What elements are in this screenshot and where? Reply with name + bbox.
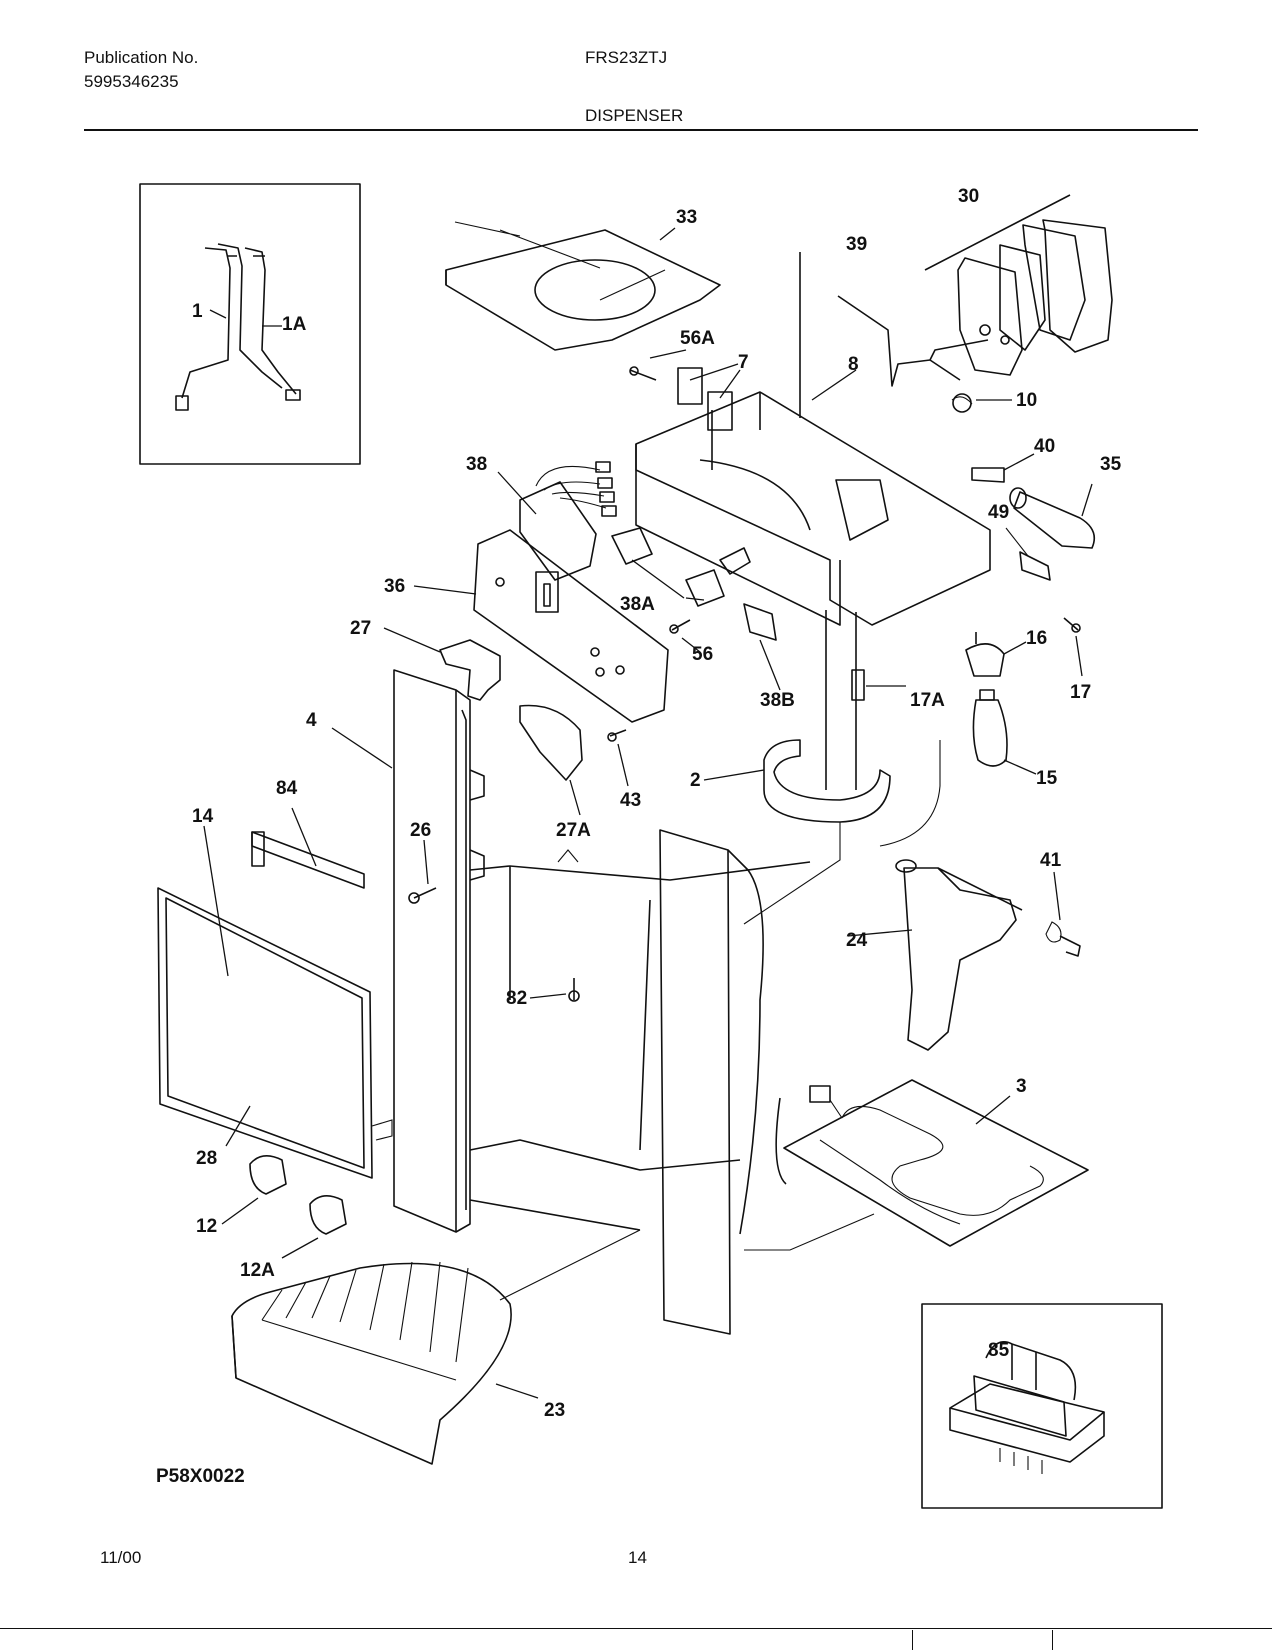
- part-4-frame: [331, 669, 811, 1335]
- label-part-10: 10: [1016, 390, 1037, 411]
- label-part-82: 82: [506, 988, 527, 1009]
- footer-divider: [912, 1630, 913, 1650]
- part-12-clips: [221, 1155, 347, 1259]
- label-part-38a: 38A: [620, 594, 655, 615]
- part-35-auger-motor-assembly: [971, 453, 1096, 581]
- part-82-screw: [529, 978, 580, 1002]
- part-7-switch-brackets: [629, 349, 741, 431]
- footer-date: 11/00: [100, 1548, 142, 1567]
- label-part-36: 36: [384, 576, 405, 597]
- label-part-1a: 1A: [282, 314, 307, 335]
- part-84-decal-strip: [251, 807, 365, 889]
- part-2-chute-column: [703, 610, 891, 925]
- section-title: DISPENSER: [585, 106, 684, 125]
- label-part-4: 4: [306, 710, 317, 731]
- label-part-35: 35: [1100, 454, 1122, 475]
- label-part-33: 33: [676, 207, 697, 228]
- label-part-49: 49: [988, 502, 1009, 523]
- label-part-27: 27: [350, 618, 371, 639]
- label-part-14: 14: [192, 806, 214, 827]
- part-8-dispenser-housing: [635, 252, 991, 626]
- inset-part-85: [921, 1303, 1163, 1509]
- model-number: FRS23ZTJ: [585, 48, 668, 67]
- label-part-12a: 12A: [240, 1260, 275, 1281]
- label-part-39: 39: [846, 234, 867, 255]
- part-38-control-board: [497, 461, 617, 581]
- label-part-26: 26: [410, 820, 431, 841]
- part-14-front-panel: [157, 825, 393, 1179]
- label-part-38: 38: [466, 454, 487, 475]
- label-part-41: 41: [1040, 850, 1062, 871]
- part-23-drip-tray: [231, 1229, 641, 1465]
- label-part-17: 17: [1070, 682, 1091, 703]
- label-part-12: 12: [196, 1216, 217, 1237]
- label-part-27a: 27A: [556, 820, 591, 841]
- part-16-socket: [851, 617, 1083, 775]
- publication-number: 5995346235: [84, 72, 179, 91]
- inset-wire-harness: [139, 183, 361, 465]
- part-labels: 1 1A 33 30 39 56A 7 8 10 40 35 38 49 36 …: [192, 186, 1122, 1421]
- label-part-24: 24: [846, 930, 868, 951]
- part-3-heater-plate: [744, 1079, 1089, 1251]
- label-part-8: 8: [848, 354, 859, 375]
- part-30-lamp-housing: [924, 194, 1113, 376]
- diagram-code: P58X0022: [156, 1466, 245, 1487]
- label-part-30: 30: [958, 186, 979, 207]
- footer-page-number: 14: [628, 1548, 647, 1567]
- label-part-43: 43: [620, 790, 641, 811]
- label-part-38b: 38B: [760, 690, 795, 711]
- label-part-84: 84: [276, 778, 298, 799]
- part-38a-microswitches: [611, 527, 781, 691]
- label-part-7: 7: [738, 352, 749, 373]
- label-part-56: 56: [692, 644, 713, 665]
- label-part-17a: 17A: [910, 690, 945, 711]
- label-part-16: 16: [1026, 628, 1047, 649]
- label-part-40: 40: [1034, 436, 1055, 457]
- label-part-2: 2: [690, 770, 701, 791]
- label-part-56a: 56A: [680, 328, 715, 349]
- label-part-3: 3: [1016, 1076, 1027, 1097]
- part-24-actuator-arm: [847, 740, 1081, 1051]
- part-26-screw: [408, 839, 437, 904]
- label-part-23: 23: [544, 1400, 565, 1421]
- publication-label: Publication No.: [84, 48, 199, 67]
- part-33-cover-plate: [445, 221, 721, 351]
- footer-rule: [0, 1628, 1272, 1629]
- header-rule: [84, 129, 1198, 131]
- part-36-front-panel: [413, 529, 669, 723]
- label-part-85: 85: [988, 1340, 1010, 1361]
- footer-divider-2: [1052, 1630, 1053, 1650]
- label-part-1: 1: [192, 301, 203, 322]
- label-part-15: 15: [1036, 768, 1058, 789]
- label-part-28: 28: [196, 1148, 217, 1169]
- part-39-lamp-wire: [837, 295, 1012, 413]
- part-27-bracket: [383, 627, 629, 816]
